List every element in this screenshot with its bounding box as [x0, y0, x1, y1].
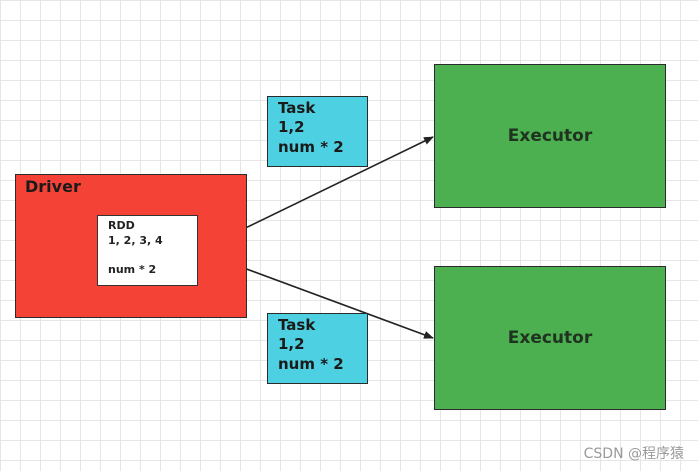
task-title: Task [278, 99, 316, 117]
task-node-1: Task 1,2 num * 2 [267, 96, 368, 167]
task-data: 1,2 [278, 118, 305, 136]
task-operation: num * 2 [278, 355, 344, 373]
driver-title: Driver [25, 177, 81, 196]
rdd-values: 1, 2, 3, 4 [108, 234, 163, 247]
task-title: Task [278, 316, 316, 334]
executor-node-2: Executor [434, 266, 666, 410]
executor-node-1: Executor [434, 64, 666, 208]
executor-label: Executor [507, 328, 593, 348]
task-data: 1,2 [278, 335, 305, 353]
task-node-2: Task 1,2 num * 2 [267, 313, 368, 384]
rdd-operation: num * 2 [108, 263, 157, 276]
task-operation: num * 2 [278, 138, 344, 156]
executor-label: Executor [507, 126, 593, 146]
rdd-title: RDD [108, 219, 135, 232]
watermark: CSDN @程序猿 [583, 446, 684, 462]
rdd-node: RDD 1, 2, 3, 4 num * 2 [97, 215, 198, 286]
